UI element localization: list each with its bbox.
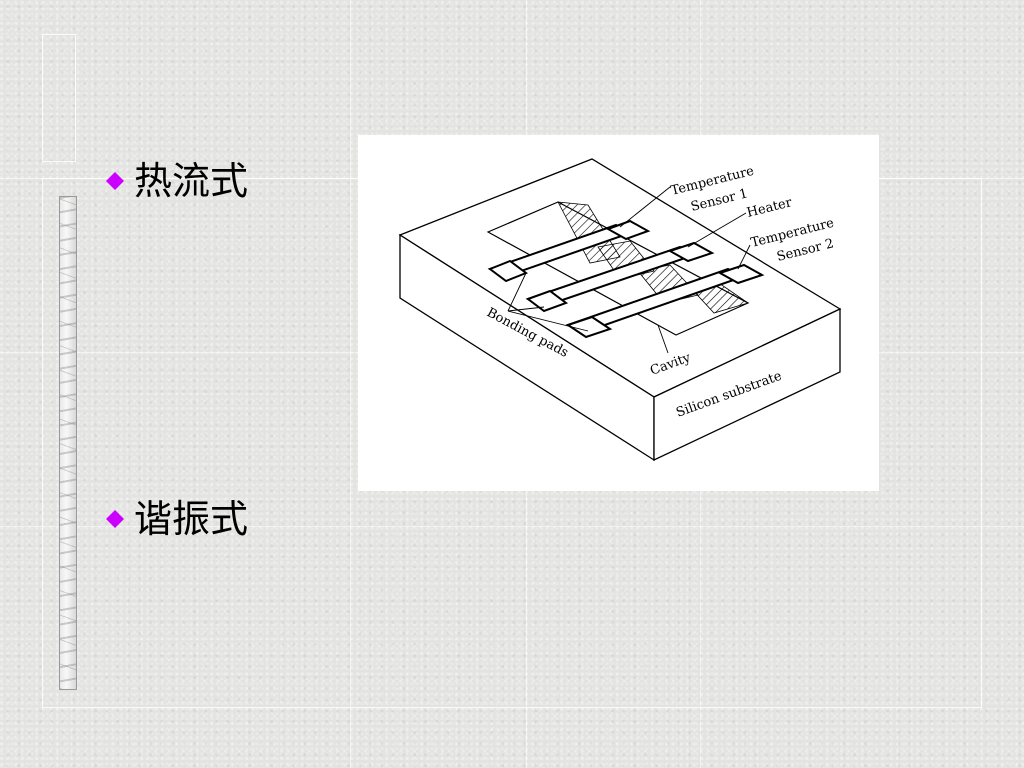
sensor-1-pad-right [605,219,651,241]
background-vline-1 [350,0,351,768]
bullet-text: 谐振式 [134,497,249,541]
leader-bonding-2 [507,306,545,312]
leader-cavity [657,324,669,354]
diamond-bullet-icon [106,510,124,528]
leader-temp-sensor-1 [619,186,671,228]
bullet-item-2: 谐振式 [106,500,248,538]
sensor-2-pad-right [717,263,765,285]
leader-heater [687,212,747,248]
leader-bonding-1 [507,272,527,312]
background-hline-3 [0,526,1024,527]
heater-pad-right [667,241,715,263]
sensor-2-pad-left [565,315,613,339]
leader-temp-sensor-2 [737,244,751,270]
substrate-right-face [653,307,841,462]
decorative-frame-top [42,34,76,162]
label-heater: Heater [745,195,794,221]
marble-sidebar-bar [59,196,77,690]
bullet-item-1: 热流式 [106,162,248,200]
bullet-text: 热流式 [134,159,249,203]
flow-sensor-diagram-svg: Temperature Sensor 1 Heater Temperature … [398,158,842,462]
leader-bonding-3 [507,310,589,332]
flow-sensor-diagram: Temperature Sensor 1 Heater Temperature … [358,135,879,491]
diamond-bullet-icon [106,172,124,190]
heater-pad-left [525,289,569,313]
